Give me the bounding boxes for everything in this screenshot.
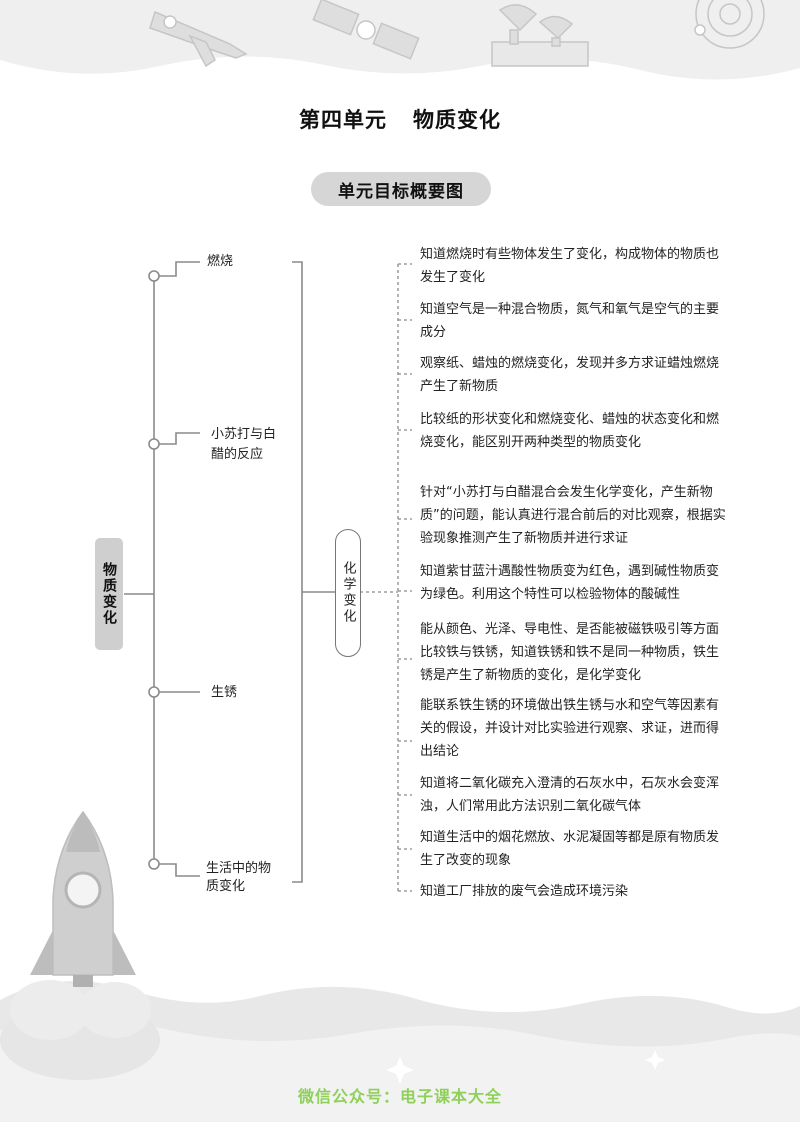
leaf-item: 针对“小苏打与白醋混合会发生化学变化，产生新物质”的问题，能认真进行混合前后的对… [420, 485, 726, 546]
branch-daily-life-changes: 生活中的物质变化 [206, 861, 272, 894]
leaf-item: 比较纸的形状变化和燃烧变化、蜡烛的状态变化和燃烧变化，能区别开两种类型的物质变化 [420, 412, 720, 450]
leaf-item: 能从颜色、光泽、导电性、是否能被磁铁吸引等方面比较铁与铁锈，知道铁锈和铁不是同一… [420, 622, 720, 683]
radio-telescope-icon [491, 4, 589, 67]
unit-name: 物质变化 [413, 107, 501, 132]
leaf-item: 知道紫甘蓝汁遇酸性物质变为红色，遇到碱性物质变为绿色。利用这个特性可以检验物体的… [420, 564, 720, 602]
top-decoration [0, 0, 800, 80]
leaf-item: 能联系铁生锈的环境做出铁生锈与水和空气等因素有关的假设，并设计对比实验进行观察、… [420, 698, 720, 759]
leaf-item: 知道空气是一种混合物质，氮气和氧气是空气的主要成分 [420, 302, 720, 340]
main-connector [124, 261, 200, 877]
bottom-decoration [0, 981, 800, 1122]
unit-number: 第四单元 [299, 107, 387, 132]
branch-rusting: 生锈 [211, 685, 238, 700]
root-node: 物质变化 [95, 538, 123, 650]
leaf-item: 知道工厂排放的废气会造成环境污染 [420, 884, 629, 899]
leaf-item: 观察纸、蜡烛的燃烧变化，发现并多方求证蜡烛燃烧产生了新物质 [420, 356, 720, 394]
leaf-item: 知道生活中的烟花燃放、水泥凝固等都是原有物质发生了改变的现象 [420, 830, 720, 868]
sparkle-icon [386, 1050, 665, 1084]
branch-bracket [292, 261, 335, 883]
branch-combustion: 燃烧 [207, 254, 234, 269]
page-title: 第四单元 物质变化 [0, 104, 800, 134]
branch-baking-soda-vinegar: 小苏打与白醋的反应 [211, 427, 277, 462]
section-banner: 单元目标概要图 [311, 172, 491, 206]
concept-node: 化学变化 [335, 529, 361, 657]
space-shuttle-icon [149, 10, 248, 68]
leaf-item: 知道燃烧时有些物体发生了变化，构成物体的物质也发生了变化 [420, 247, 720, 285]
rocket-icon [0, 810, 160, 1080]
leaf-item: 知道将二氧化碳充入澄清的石灰水中，石灰水会变浑浊，人们常用此方法识别二氧化碳气体 [420, 776, 720, 814]
leaf-bracket [360, 263, 412, 892]
satellite-icon [312, 0, 420, 60]
footer-wechat-note: 微信公众号：电子课本大全 [297, 1087, 502, 1106]
orbit-rings-icon [694, 0, 765, 49]
